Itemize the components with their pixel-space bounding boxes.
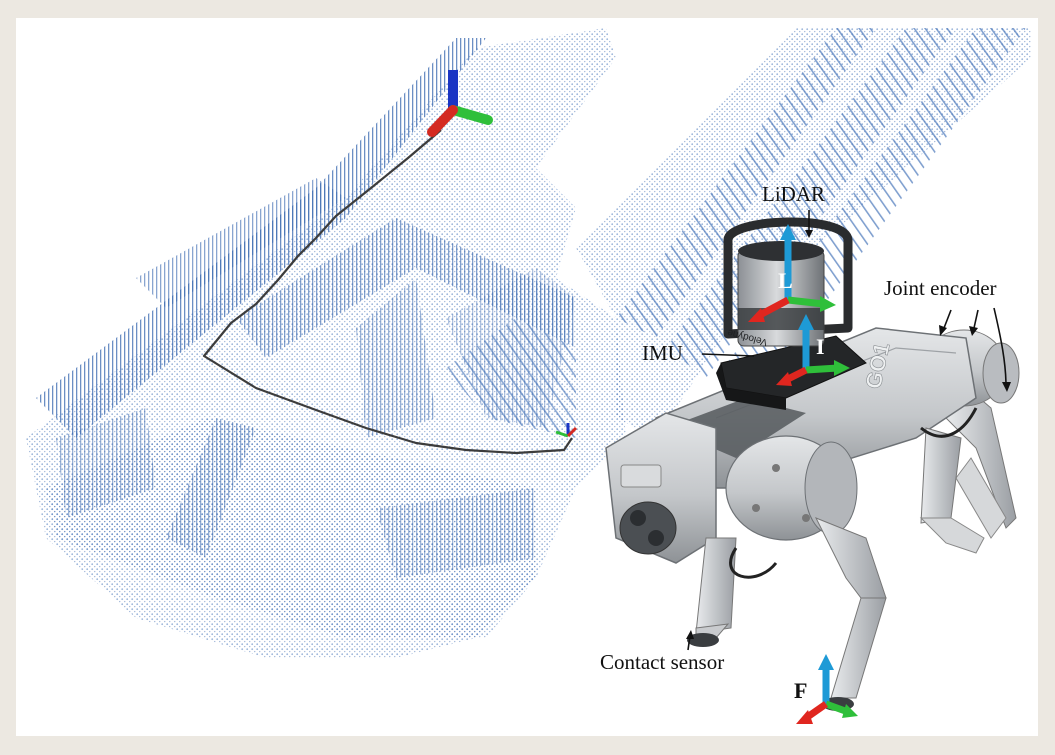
joint-encoder-head-1 [939,325,947,336]
lidar-frame-letter: L [778,268,793,293]
annotation-arrows [686,210,1011,651]
joint-encoder-leader-1 [943,309,952,329]
foot-frame-axes [796,654,858,724]
trajectory-path [202,129,573,455]
joint-encoder-label: Joint encoder [884,276,997,300]
quadruped-robot: GO1 [605,217,1020,724]
lidar-frame-axes [748,224,836,322]
lidar-leader-head [805,230,813,238]
joint-encoder-head-3 [1002,382,1011,392]
contact-sensor-head [686,630,694,639]
joint-encoder-leader-2 [973,309,979,329]
imu-label: IMU [642,341,683,365]
foot-frame-letter: F [794,678,808,703]
lidar-label: LiDAR [762,182,825,206]
imu-leader [701,353,755,357]
imu-frame-letter: I [816,334,825,359]
joint-encoder-leader-3 [993,307,1007,387]
end-pose-axes [555,423,578,438]
contact-sensor-label: Contact sensor [600,650,725,674]
imu-frame-axes [776,314,850,386]
start-pose-axes [427,70,493,137]
joint-encoder-head-2 [969,326,978,336]
figure-frame: GO1 [16,18,1038,736]
scene-illustration: GO1 [26,28,1031,724]
